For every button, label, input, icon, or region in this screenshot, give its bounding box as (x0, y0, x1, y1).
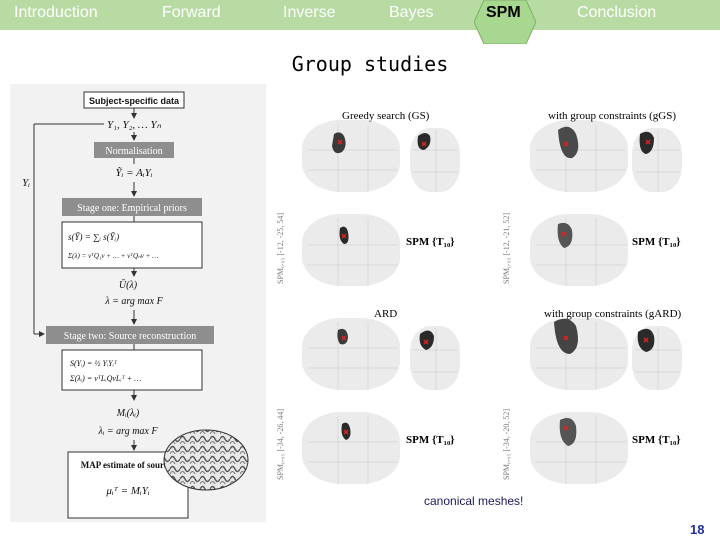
page-number: 18 (690, 522, 705, 537)
subject-data-box: Subject-specific data (89, 96, 180, 106)
map-equation: μᵢᵀ = MᵢYᵢ (105, 485, 149, 497)
m-label: Mᵢ(λᵢ) (116, 408, 140, 419)
side-label-gs: SPM₀.₉₅ [-12, -25, 54] (276, 212, 285, 284)
glass-brain-1 (302, 120, 400, 192)
panel-title-gard: with group constraints (gARD) (544, 308, 682, 320)
spm-label-ard: SPM {T₁₀} (406, 434, 455, 446)
nav-forward[interactable]: Forward (162, 4, 221, 21)
spm-label-gs: SPM {T₁₀} (406, 236, 455, 248)
cortex-mesh-image (163, 429, 249, 491)
side-label-ggs: SPM₀.₉₅ [-12, -21, 52] (502, 212, 511, 284)
y-i-label: Yᵢ (22, 177, 30, 189)
normalisation-box: Normalisation (105, 146, 162, 157)
data-sequence: Y₁, Y₂, … Yₙ (107, 119, 162, 131)
glass-brain-11 (410, 326, 460, 390)
activation-blobs (332, 126, 655, 446)
stage-one-box: Stage one: Empirical priors (77, 203, 187, 214)
stage-one-equation-2: Σ(λ) = νᵀQ₁ν + … + νᵀQₙν + … (67, 252, 158, 260)
figure-caption: canonical meshes! (424, 494, 524, 508)
side-label-gard: SPM₀.₉₅ [-34, -20, 52] (502, 408, 511, 480)
nav-introduction[interactable]: Introduction (14, 4, 98, 21)
glass-brain-4 (530, 214, 628, 286)
glass-brain-6 (530, 318, 628, 390)
panel-title-ard: ARD (374, 308, 398, 320)
slide-title: Group studies (291, 52, 449, 76)
peak-markers (337, 139, 651, 435)
top-navigation-bar: Introduction Forward Inverse Bayes SPM C… (0, 0, 720, 44)
group-results-figure: Greedy search (GS) with group constraint… (268, 100, 716, 498)
nav-spm[interactable]: SPM (486, 4, 521, 21)
glass-brain-3 (302, 214, 400, 286)
map-estimate-label: MAP estimate of sources (81, 460, 176, 470)
argmax-label: λ = arg max F (104, 296, 163, 307)
stage-two-equation-2: Σ(λᵢ) = νᵀLᵢQνLᵢᵀ + … (69, 374, 141, 383)
glass-brain-2 (530, 120, 628, 192)
panel-title-ggs: with group constraints (gGS) (548, 110, 677, 122)
active-tab-highlight (474, 0, 536, 44)
spm-label-gard: SPM {T₁₀} (632, 434, 681, 446)
spm-label-ggs: SPM {T₁₀} (632, 236, 681, 248)
stage-two-equation-1: S(Yᵢ) = ½ YᵢYᵢᵀ (70, 359, 118, 368)
normalisation-equation: Ỹᵢ = AᵢYᵢ (116, 167, 153, 179)
group-inversion-flow-diagram: Subject-specific data Y₁, Y₂, … Yₙ Yᵢ No… (10, 84, 266, 522)
argmax-i-label: λᵢ = arg max F (98, 426, 159, 437)
side-label-ard: SPM₀.₉₅ [-34, -26, 44] (276, 408, 285, 480)
panel-title-gs: Greedy search (GS) (342, 110, 430, 122)
stage-one-equation-1: s(Ỹ) = ∑ᵢ s(Ỹᵢ) (68, 232, 119, 242)
nav-conclusion[interactable]: Conclusion (577, 4, 657, 21)
glass-brain-5 (302, 318, 400, 390)
nav-inverse[interactable]: Inverse (283, 4, 336, 21)
glass-brain-7 (302, 412, 400, 484)
stage-two-box: Stage two: Source reconstruction (64, 331, 196, 342)
nav-bayes[interactable]: Bayes (389, 4, 434, 21)
glass-brain-8 (530, 412, 628, 484)
objective-label: Ū(λ) (119, 279, 138, 291)
